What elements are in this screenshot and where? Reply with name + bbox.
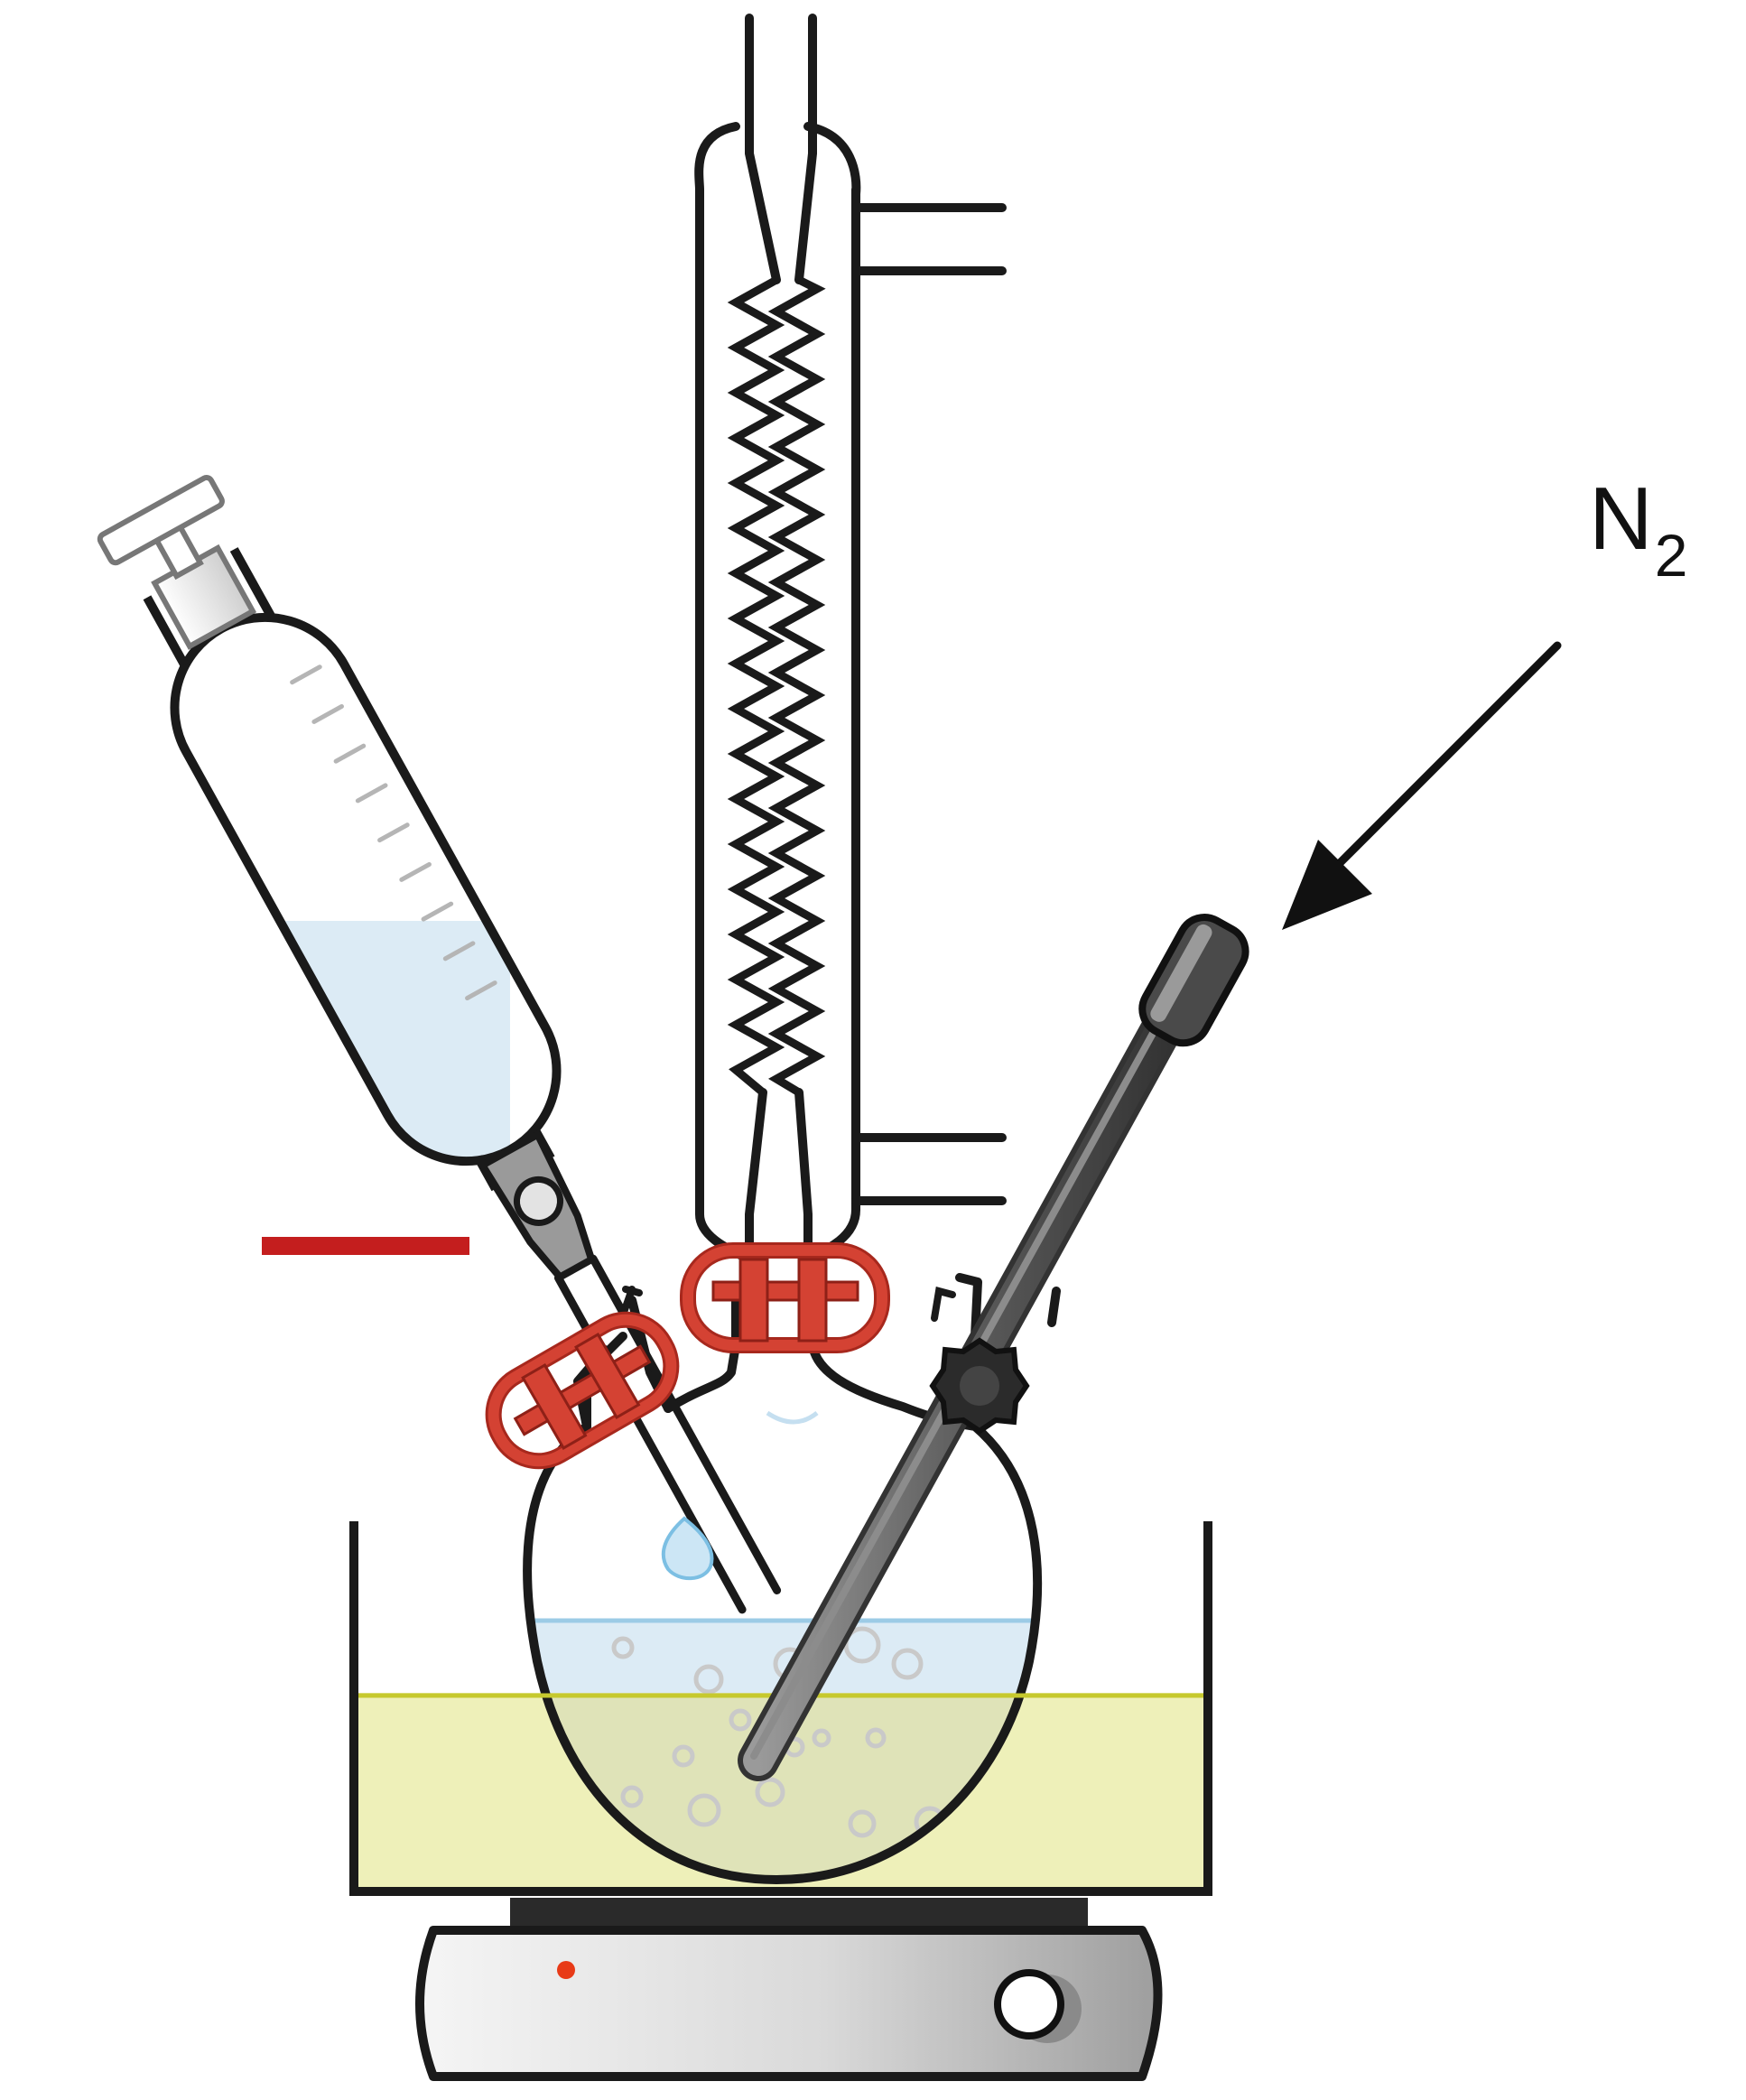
addition-funnel <box>97 475 782 1614</box>
stir-knob[interactable] <box>994 1969 1064 2040</box>
condenser-jacket <box>694 122 861 1259</box>
water-outlet-port <box>851 185 1007 275</box>
nitrogen-subscript: 2 <box>1654 522 1688 589</box>
thermometer-adapter-knob[interactable] <box>929 1337 1030 1435</box>
condenser-coil-left <box>727 276 785 1096</box>
nitrogen-label: N2 <box>1589 474 1688 585</box>
condensate-drop <box>766 1410 819 1425</box>
nitrogen-symbol: N <box>1589 469 1653 568</box>
condenser-inner-tube <box>745 1088 813 1250</box>
inlet-tube-cap <box>1138 914 1249 1047</box>
center-keck-clamp <box>680 1242 890 1353</box>
left-keck-clamp <box>485 1311 680 1470</box>
indicator-led <box>557 1961 575 1979</box>
reflux-condenser <box>694 14 1007 1259</box>
water-jacket-line <box>851 266 1007 1205</box>
solvent-droplet <box>661 1516 714 1581</box>
funnel-top-neck <box>143 547 275 667</box>
stopcock-key[interactable] <box>509 1172 568 1231</box>
gas-inlet-tube <box>738 914 1249 1781</box>
funnel-graduations <box>290 664 497 1001</box>
hot-plate-top <box>510 1898 1088 1927</box>
hot-plate-body <box>415 1926 1163 2081</box>
hot-plate-stirrer <box>415 1898 1163 2081</box>
funnel-solvent <box>239 921 510 1194</box>
stopcock-handle[interactable] <box>262 1237 469 1255</box>
nitrogen-flow-arrow <box>1282 641 1562 930</box>
funnel-stopper[interactable] <box>97 475 277 659</box>
condenser-top-tube <box>745 14 817 284</box>
bath-walls <box>349 1521 1212 1896</box>
condenser-coil-right <box>767 275 826 1096</box>
